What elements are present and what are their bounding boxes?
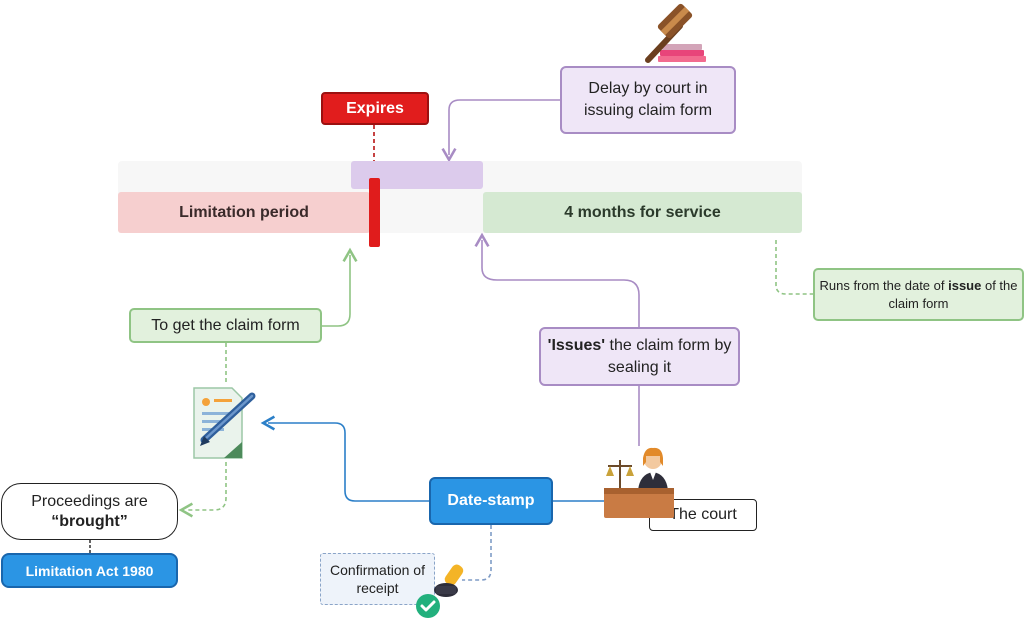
court-label: The court — [669, 506, 737, 523]
issues-bold: 'Issues' — [547, 336, 606, 354]
to-get-text: To get the claim form — [151, 316, 300, 334]
expiry-marker — [369, 178, 380, 247]
issues-text: 'Issues' the claim form by sealing it — [541, 335, 738, 378]
document-pen-icon — [193, 387, 256, 459]
proceedings-line1: Proceedings are — [31, 492, 148, 510]
runs-text: Runs from the date of issue of the claim… — [815, 277, 1022, 312]
judge-icon — [604, 447, 674, 518]
checkmark-icon — [416, 594, 440, 618]
issues-callout: 'Issues' the claim form by sealing it — [539, 327, 740, 386]
to-get-callout: To get the claim form — [129, 308, 322, 343]
service-period-segment: 4 months for service — [483, 192, 802, 233]
limitation-period-label: Limitation period — [179, 203, 309, 221]
expires-label: Expires — [346, 99, 404, 117]
limitation-act-label: Limitation Act 1980 — [25, 562, 154, 579]
runs-prefix: Runs from the date of — [819, 277, 949, 293]
expires-tag: Expires — [321, 92, 429, 125]
limitation-act-node: Limitation Act 1980 — [1, 553, 178, 588]
limitation-period-segment: Limitation period — [118, 192, 370, 233]
runs-callout: Runs from the date of issue of the claim… — [813, 268, 1024, 321]
document-proceedings-connector — [178, 462, 227, 518]
confirmation-node: Confirmation of receipt — [320, 553, 435, 605]
proceedings-line2: “brought” — [51, 512, 128, 530]
delay-text: Delay by court in issuing claim form — [583, 80, 713, 119]
issues-rest: the claim form by sealing it — [605, 336, 732, 376]
date-stamp-node: Date-stamp — [429, 477, 553, 525]
stamp-icon — [434, 564, 464, 597]
runs-suffix: of the claim form — [888, 277, 1018, 311]
datestamp-document-connector — [260, 415, 429, 502]
to-get-connector — [322, 247, 358, 327]
confirmation-connector — [462, 525, 492, 581]
issues-connector — [474, 232, 640, 327]
runs-bold: issue — [948, 277, 982, 293]
runs-connector — [775, 240, 813, 295]
confirmation-text: Confirmation of receipt — [330, 561, 425, 596]
proceedings-node: Proceedings are “brought” — [1, 483, 178, 540]
delay-callout: Delay by court in issuing claim form — [560, 66, 736, 134]
date-stamp-label: Date-stamp — [447, 492, 535, 509]
gavel-icon — [645, 3, 706, 63]
delay-connector — [441, 99, 560, 163]
service-period-label: 4 months for service — [564, 203, 721, 221]
